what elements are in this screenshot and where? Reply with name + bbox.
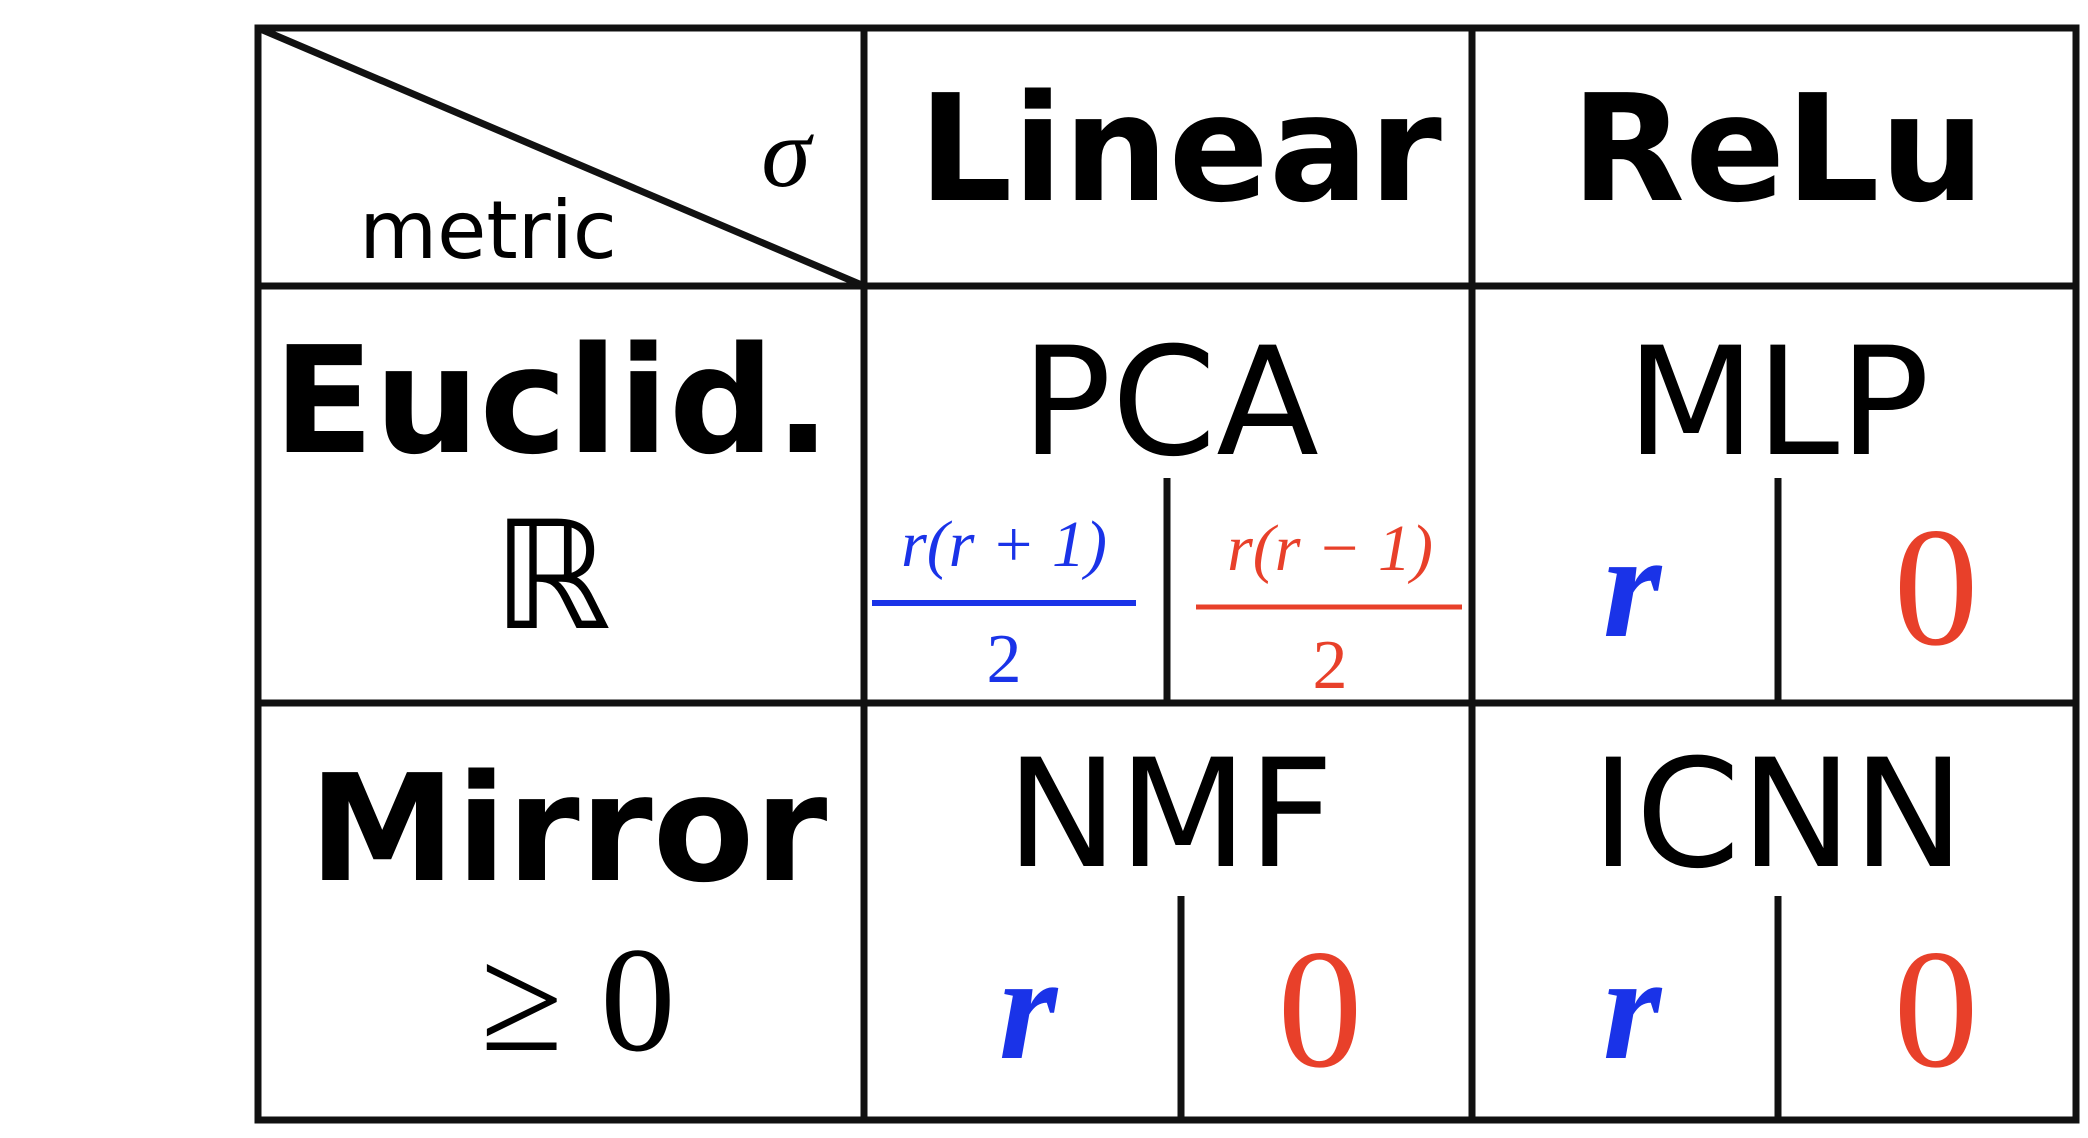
table-grid [254,24,2080,1124]
mlp-left-value: r [1603,503,1663,669]
cell-euclid-relu-method: MLP [1626,316,1929,490]
icnn-right-value: 0 [1894,915,1979,1103]
icnn-left-value: r [1603,925,1663,1091]
corner-column-axis-label: σ [761,97,814,208]
cell-euclid-linear-method: PCA [1021,316,1319,490]
pca-left-numerator: r(r + 1) [901,508,1107,581]
pca-right-numerator: r(r − 1) [1227,512,1433,585]
column-header-linear: Linear [918,63,1442,235]
row-subheader-reals: ℝ [493,490,612,664]
row-header-mirror: Mirror [309,743,828,915]
corner-diagonal [256,24,866,290]
pca-left-denominator: 2 [987,621,1022,698]
cell-mirror-linear-method: NMF [1006,728,1334,902]
pca-right-denominator: 2 [1313,627,1348,704]
nmf-left-value: r [999,925,1059,1091]
cell-mirror-relu-method: ICNN [1591,728,1964,902]
mlp-right-value: 0 [1894,493,1979,681]
corner-row-axis-label: metric [359,184,617,277]
column-header-relu: ReLu [1571,63,1985,235]
row-subheader-nonnegative: ≥ 0 [481,917,676,1083]
nmf-right-value: 0 [1278,915,1363,1103]
table-border [254,24,2080,1124]
row-header-euclid: Euclid. [273,315,831,487]
